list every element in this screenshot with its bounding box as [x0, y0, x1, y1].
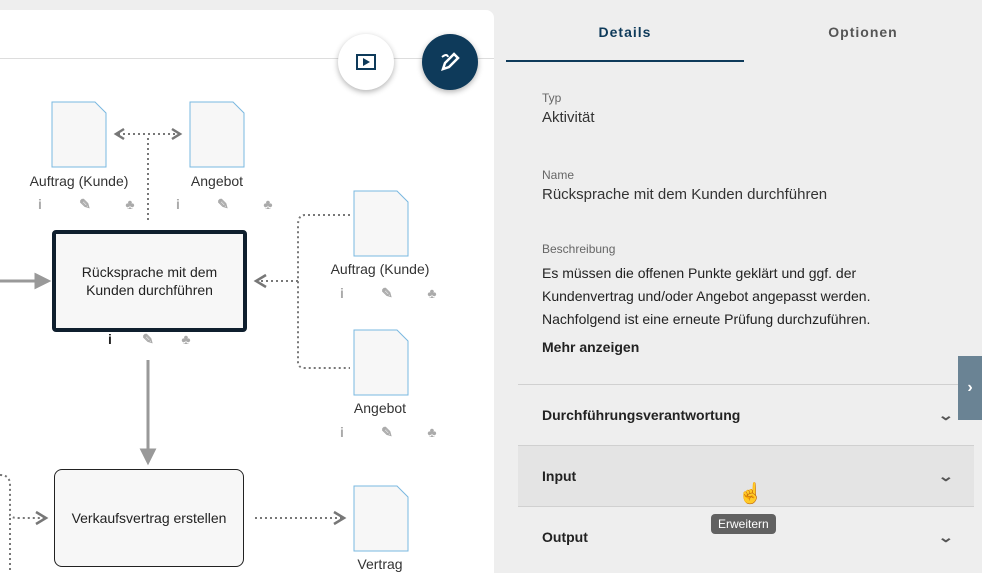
- edit-button[interactable]: [422, 34, 478, 90]
- doc-label: Angebot: [190, 173, 244, 189]
- collapse-panel-button[interactable]: ›: [958, 356, 982, 420]
- doc-label: Auftrag (Kunde): [29, 173, 129, 189]
- play-button[interactable]: [338, 34, 394, 90]
- type-value: Aktivität: [542, 109, 595, 126]
- attachment-icon[interactable]: ✎: [142, 331, 154, 347]
- name-value: Rücksprache mit dem Kunden durchführen: [542, 186, 828, 203]
- name-label: Name: [542, 168, 575, 182]
- play-icon: [356, 54, 376, 70]
- doc-icons: i ✎ ♣: [332, 285, 442, 302]
- doc-icons: i ✎ ♣: [332, 424, 442, 441]
- document-icon[interactable]: [353, 190, 409, 257]
- section-title: Input: [542, 468, 577, 484]
- info-icon[interactable]: i: [340, 285, 344, 301]
- info-icon[interactable]: i: [176, 196, 180, 212]
- document-icon[interactable]: [353, 485, 409, 552]
- section-output[interactable]: Output ⌄: [518, 506, 974, 567]
- edit-icon: [441, 52, 460, 71]
- attachment-icon[interactable]: ✎: [381, 424, 393, 440]
- hand-cursor-icon: ☝: [738, 483, 763, 505]
- tab-details[interactable]: Details: [506, 0, 744, 62]
- chevron-down-icon: ⌄: [937, 406, 955, 423]
- document-icon[interactable]: [353, 329, 409, 396]
- doc-label: Auftrag (Kunde): [330, 261, 430, 277]
- description-value: Es müssen die offenen Punkte geklärt und…: [542, 265, 871, 327]
- details-panel: Details Optionen Typ Aktivität Name Rück…: [506, 0, 982, 573]
- doc-label: Vertrag: [357, 556, 403, 572]
- attachment-icon[interactable]: ✎: [217, 196, 229, 212]
- hierarchy-icon[interactable]: ♣: [181, 331, 191, 347]
- section-title: Output: [542, 529, 588, 545]
- attachment-icon[interactable]: ✎: [79, 196, 91, 212]
- hierarchy-icon[interactable]: ♣: [427, 285, 437, 301]
- section-title: Durchführungsverantwortung: [542, 407, 741, 423]
- panel-tabs: Details Optionen: [506, 0, 982, 62]
- connectors: [0, 127, 350, 573]
- chevron-down-icon: ⌄: [937, 528, 955, 545]
- type-label: Typ: [542, 91, 562, 105]
- hierarchy-icon[interactable]: ♣: [427, 424, 437, 440]
- document-icon[interactable]: [189, 101, 245, 168]
- section-input[interactable]: Input ⌄: [518, 445, 974, 506]
- hierarchy-icon[interactable]: ♣: [263, 196, 273, 212]
- doc-icons: i ✎ ♣: [168, 196, 278, 213]
- info-icon[interactable]: i: [340, 424, 344, 440]
- activity-icons: i ✎ ♣: [100, 331, 196, 348]
- canvas-divider: [0, 58, 494, 59]
- tab-options[interactable]: Optionen: [828, 24, 898, 40]
- process-canvas[interactable]: Auftrag (Kunde) i ✎ ♣ Angebot i ✎ ♣ Rückspra…: [0, 10, 494, 573]
- tooltip: Erweitern: [711, 514, 776, 534]
- info-icon[interactable]: i: [108, 331, 112, 347]
- activity-node[interactable]: Verkaufsvertrag erstellen: [54, 469, 244, 567]
- chevron-down-icon: ⌄: [937, 467, 955, 484]
- more-link[interactable]: Mehr anzeigen: [542, 339, 640, 355]
- doc-icons: i ✎ ♣: [30, 196, 140, 213]
- hierarchy-icon[interactable]: ♣: [125, 196, 135, 212]
- activity-selected[interactable]: Rücksprache mit dem Kunden durchführen: [52, 230, 247, 332]
- section-responsibility[interactable]: Durchführungsverantwortung ⌄: [518, 384, 974, 445]
- doc-label: Angebot: [353, 400, 407, 416]
- description-label: Beschreibung: [542, 242, 616, 256]
- document-icon[interactable]: [51, 101, 107, 168]
- attachment-icon[interactable]: ✎: [381, 285, 393, 301]
- info-icon[interactable]: i: [38, 196, 42, 212]
